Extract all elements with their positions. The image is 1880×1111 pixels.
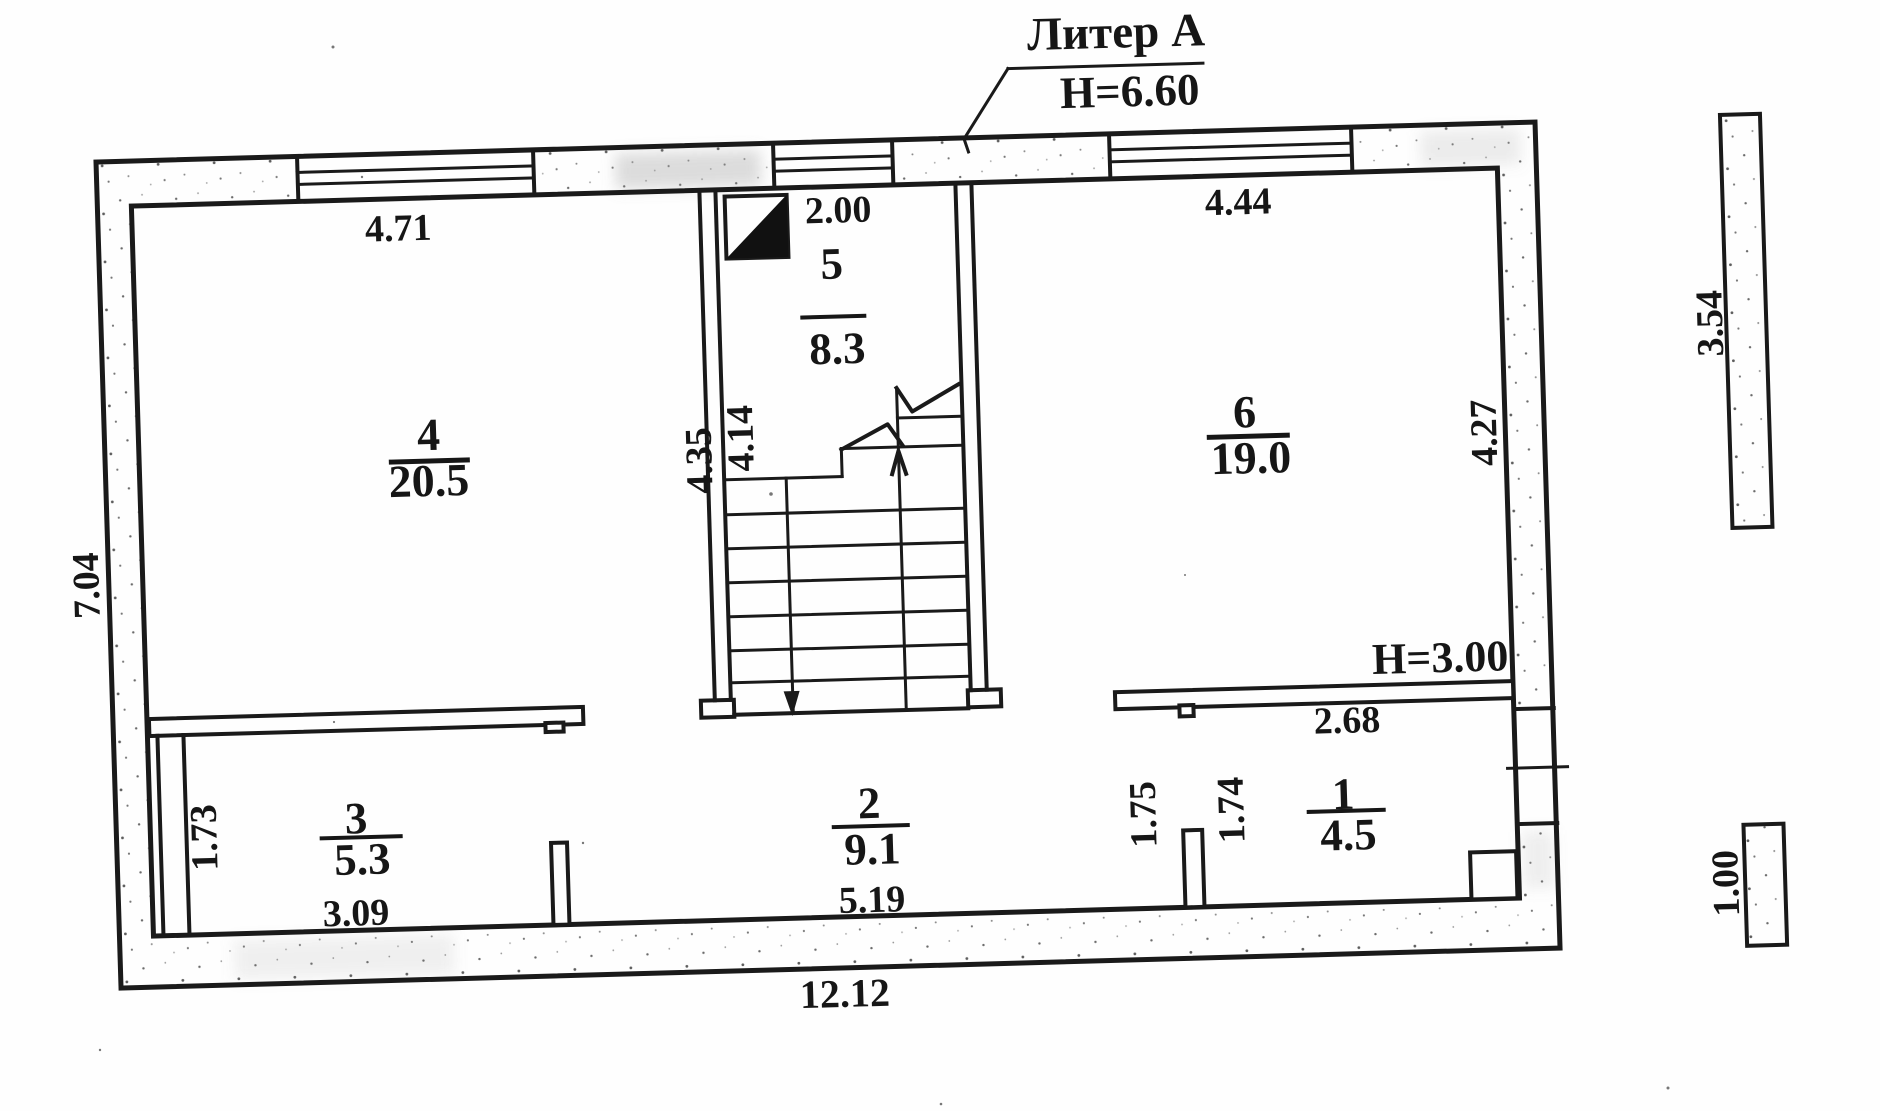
svg-text:6: 6 bbox=[1232, 386, 1257, 438]
svg-text:1.75: 1.75 bbox=[1122, 781, 1166, 849]
svg-text:5.19: 5.19 bbox=[838, 878, 906, 922]
svg-text:12.12: 12.12 bbox=[799, 970, 890, 1017]
svg-text:4.35: 4.35 bbox=[678, 427, 722, 495]
svg-text:8.3: 8.3 bbox=[808, 323, 866, 375]
svg-text:Литер А: Литер А bbox=[1026, 4, 1205, 61]
svg-text:1.73: 1.73 bbox=[183, 804, 227, 872]
svg-text:3.54: 3.54 bbox=[1688, 290, 1732, 358]
svg-text:19.0: 19.0 bbox=[1210, 431, 1292, 484]
svg-text:2: 2 bbox=[857, 778, 881, 829]
svg-text:3: 3 bbox=[344, 793, 368, 844]
svg-text:1: 1 bbox=[1331, 769, 1355, 820]
svg-text:2.68: 2.68 bbox=[1313, 699, 1381, 743]
svg-text:5: 5 bbox=[820, 238, 844, 289]
svg-text:7.04: 7.04 bbox=[65, 552, 109, 620]
svg-text:Н=3.00: Н=3.00 bbox=[1371, 631, 1509, 684]
svg-text:20.5: 20.5 bbox=[388, 454, 470, 507]
svg-text:4.71: 4.71 bbox=[364, 207, 432, 251]
svg-text:1.74: 1.74 bbox=[1210, 776, 1254, 844]
svg-text:3.09: 3.09 bbox=[322, 892, 390, 936]
svg-text:5.3: 5.3 bbox=[333, 833, 391, 885]
svg-text:4.14: 4.14 bbox=[719, 405, 763, 473]
svg-text:4: 4 bbox=[416, 409, 441, 461]
svg-text:4.5: 4.5 bbox=[1320, 809, 1378, 861]
svg-text:2.00: 2.00 bbox=[804, 189, 872, 233]
svg-text:4.44: 4.44 bbox=[1204, 180, 1272, 224]
svg-text:9.1: 9.1 bbox=[844, 823, 902, 875]
svg-text:Н=6.60: Н=6.60 bbox=[1059, 64, 1200, 118]
svg-text:4.27: 4.27 bbox=[1462, 399, 1506, 467]
svg-text:1.00: 1.00 bbox=[1704, 850, 1748, 918]
